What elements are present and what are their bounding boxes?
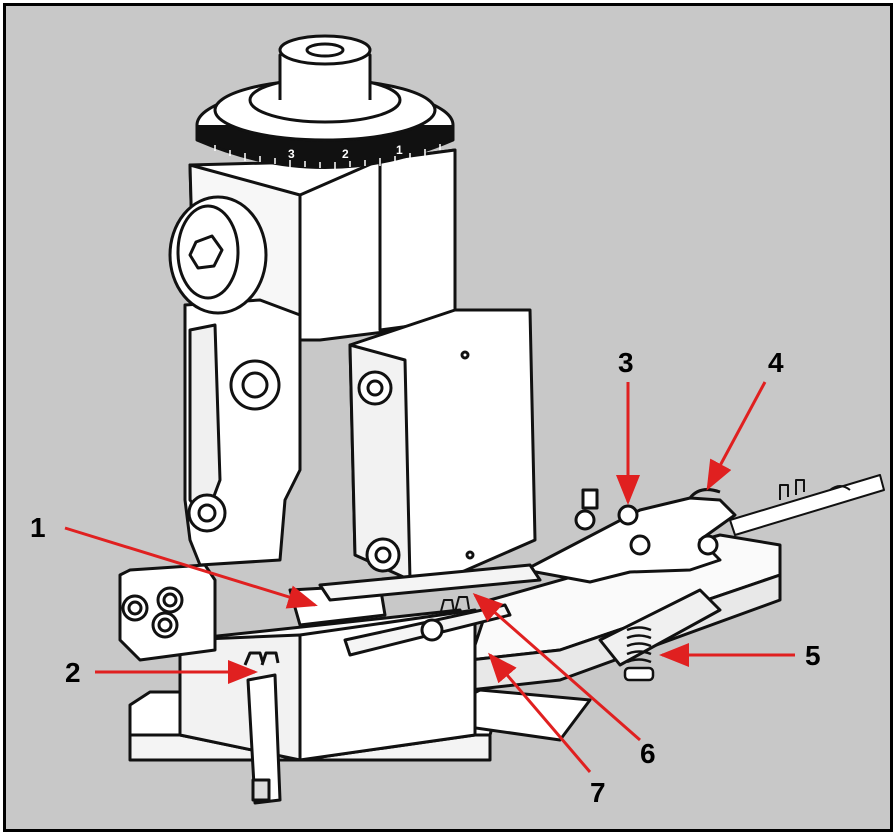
wire-stop	[243, 651, 282, 805]
callout-label-7: 7	[590, 777, 606, 808]
front-cover	[348, 308, 537, 582]
anvil-block	[178, 603, 512, 762]
callout-arrow-1	[64, 526, 318, 609]
callout-label-1: 1	[30, 512, 46, 543]
callout-label-2: 2	[65, 657, 81, 688]
callout-label-4: 4	[768, 347, 784, 378]
callout-label-3: 3	[618, 347, 634, 378]
callout-label-6: 6	[640, 738, 656, 769]
callout-label-5: 5	[805, 640, 821, 671]
crimping-applicator	[118, 34, 885, 805]
dial-digit: 3	[288, 147, 295, 161]
spring	[623, 626, 655, 682]
side-clamp	[118, 563, 217, 662]
side-knob	[168, 195, 268, 315]
adjustment-dial	[195, 34, 455, 169]
dial-graduations	[214, 144, 441, 170]
dial-digit: 2	[342, 147, 349, 161]
callout-labels: 1 2 3 4 5 6 7	[30, 347, 821, 808]
callout-arrow-7	[488, 652, 592, 773]
dial-numbers: 3 2 1	[288, 143, 403, 161]
dial-digit: 1	[396, 143, 403, 157]
feed-screws	[574, 488, 719, 556]
terminal-strip	[729, 474, 885, 536]
callout-arrows	[64, 381, 795, 773]
callout-arrow-6	[472, 593, 641, 742]
callout-arrow-4	[706, 381, 767, 491]
left-side-plate	[183, 298, 302, 567]
